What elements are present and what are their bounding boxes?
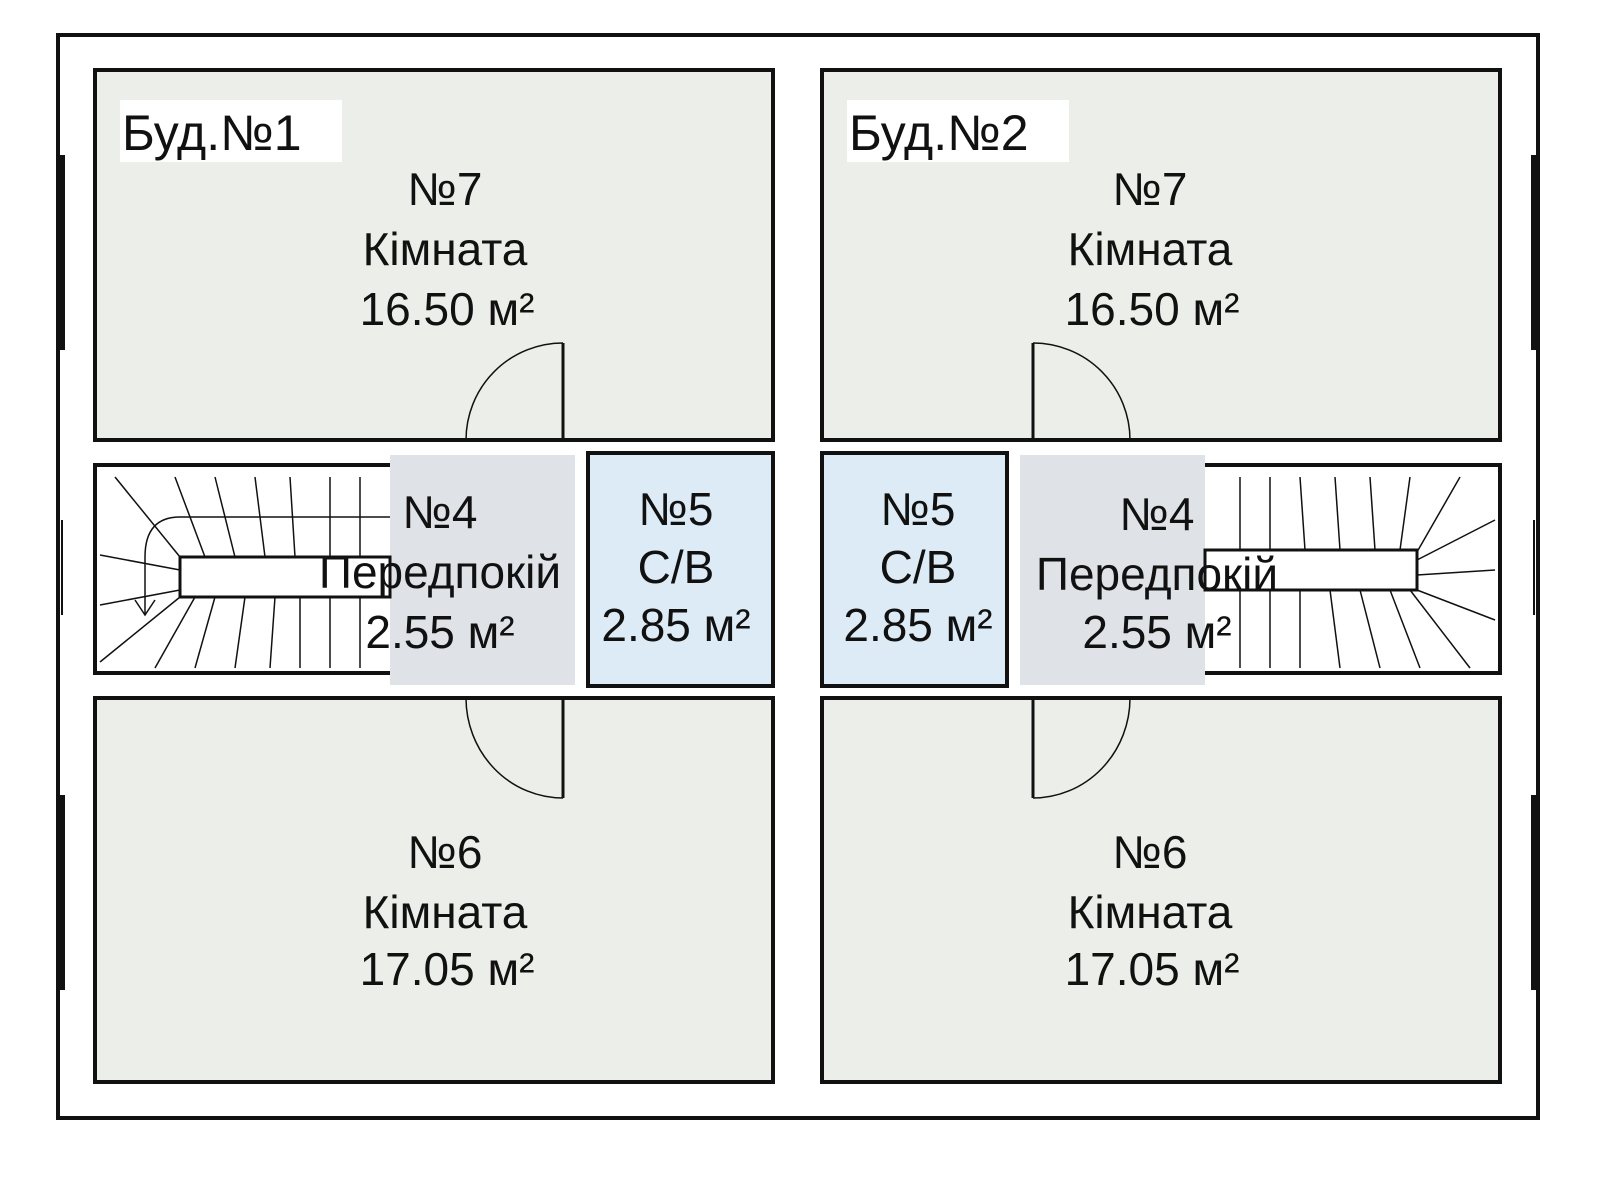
- building-label: Буд.№2: [849, 105, 1029, 161]
- room-area: 2.55 м²: [365, 606, 514, 658]
- building-1: Буд.№1 №7 Кімната 16.50 м² №4 Передпокій…: [93, 68, 775, 1084]
- room-name: Кімната: [363, 886, 528, 938]
- room-number: №6: [1113, 826, 1188, 878]
- stair-steps: [1203, 476, 1496, 669]
- building-2: Буд.№2 №7 Кімната 16.50 м² №4 Передпокій…: [820, 68, 1502, 1084]
- room-name: Передпокій: [319, 546, 561, 598]
- room-name: С/В: [638, 541, 715, 593]
- room-5-bathroom: [586, 451, 775, 688]
- room-name: С/В: [880, 541, 957, 593]
- building-label-bg: [120, 100, 342, 162]
- room-name: Кімната: [363, 223, 528, 275]
- room-area: 17.05 м²: [1065, 943, 1240, 995]
- room-number: №7: [1113, 163, 1188, 215]
- room-6: [93, 696, 775, 1084]
- room-name: Кімната: [1068, 886, 1233, 938]
- room-number: №6: [408, 826, 483, 878]
- room-name: Передпокій: [1036, 548, 1278, 600]
- room-area: 2.85 м²: [601, 599, 750, 651]
- room-number: №4: [1120, 488, 1195, 540]
- room-5-bathroom: [820, 451, 1009, 688]
- room-4-hallway: [390, 455, 575, 685]
- room-area: 16.50 м²: [1065, 283, 1240, 335]
- doors: [1031, 342, 1131, 799]
- stair-steps: [99, 476, 392, 669]
- room-number: №7: [408, 163, 483, 215]
- windows: [59, 155, 1537, 990]
- room-area: 17.05 м²: [360, 943, 535, 995]
- room-6: [820, 696, 1502, 1084]
- building-label: Буд.№1: [122, 105, 302, 161]
- building-label-bg: [847, 100, 1069, 162]
- room-area: 2.55 м²: [1082, 606, 1231, 658]
- room-number: №5: [881, 483, 956, 535]
- room-4-hallway: [1020, 455, 1205, 685]
- room-number: №5: [639, 483, 714, 535]
- room-name: Кімната: [1068, 223, 1233, 275]
- doors: [465, 342, 565, 799]
- room-area: 16.50 м²: [360, 283, 535, 335]
- room-number: №4: [403, 486, 478, 538]
- room-area: 2.85 м²: [843, 599, 992, 651]
